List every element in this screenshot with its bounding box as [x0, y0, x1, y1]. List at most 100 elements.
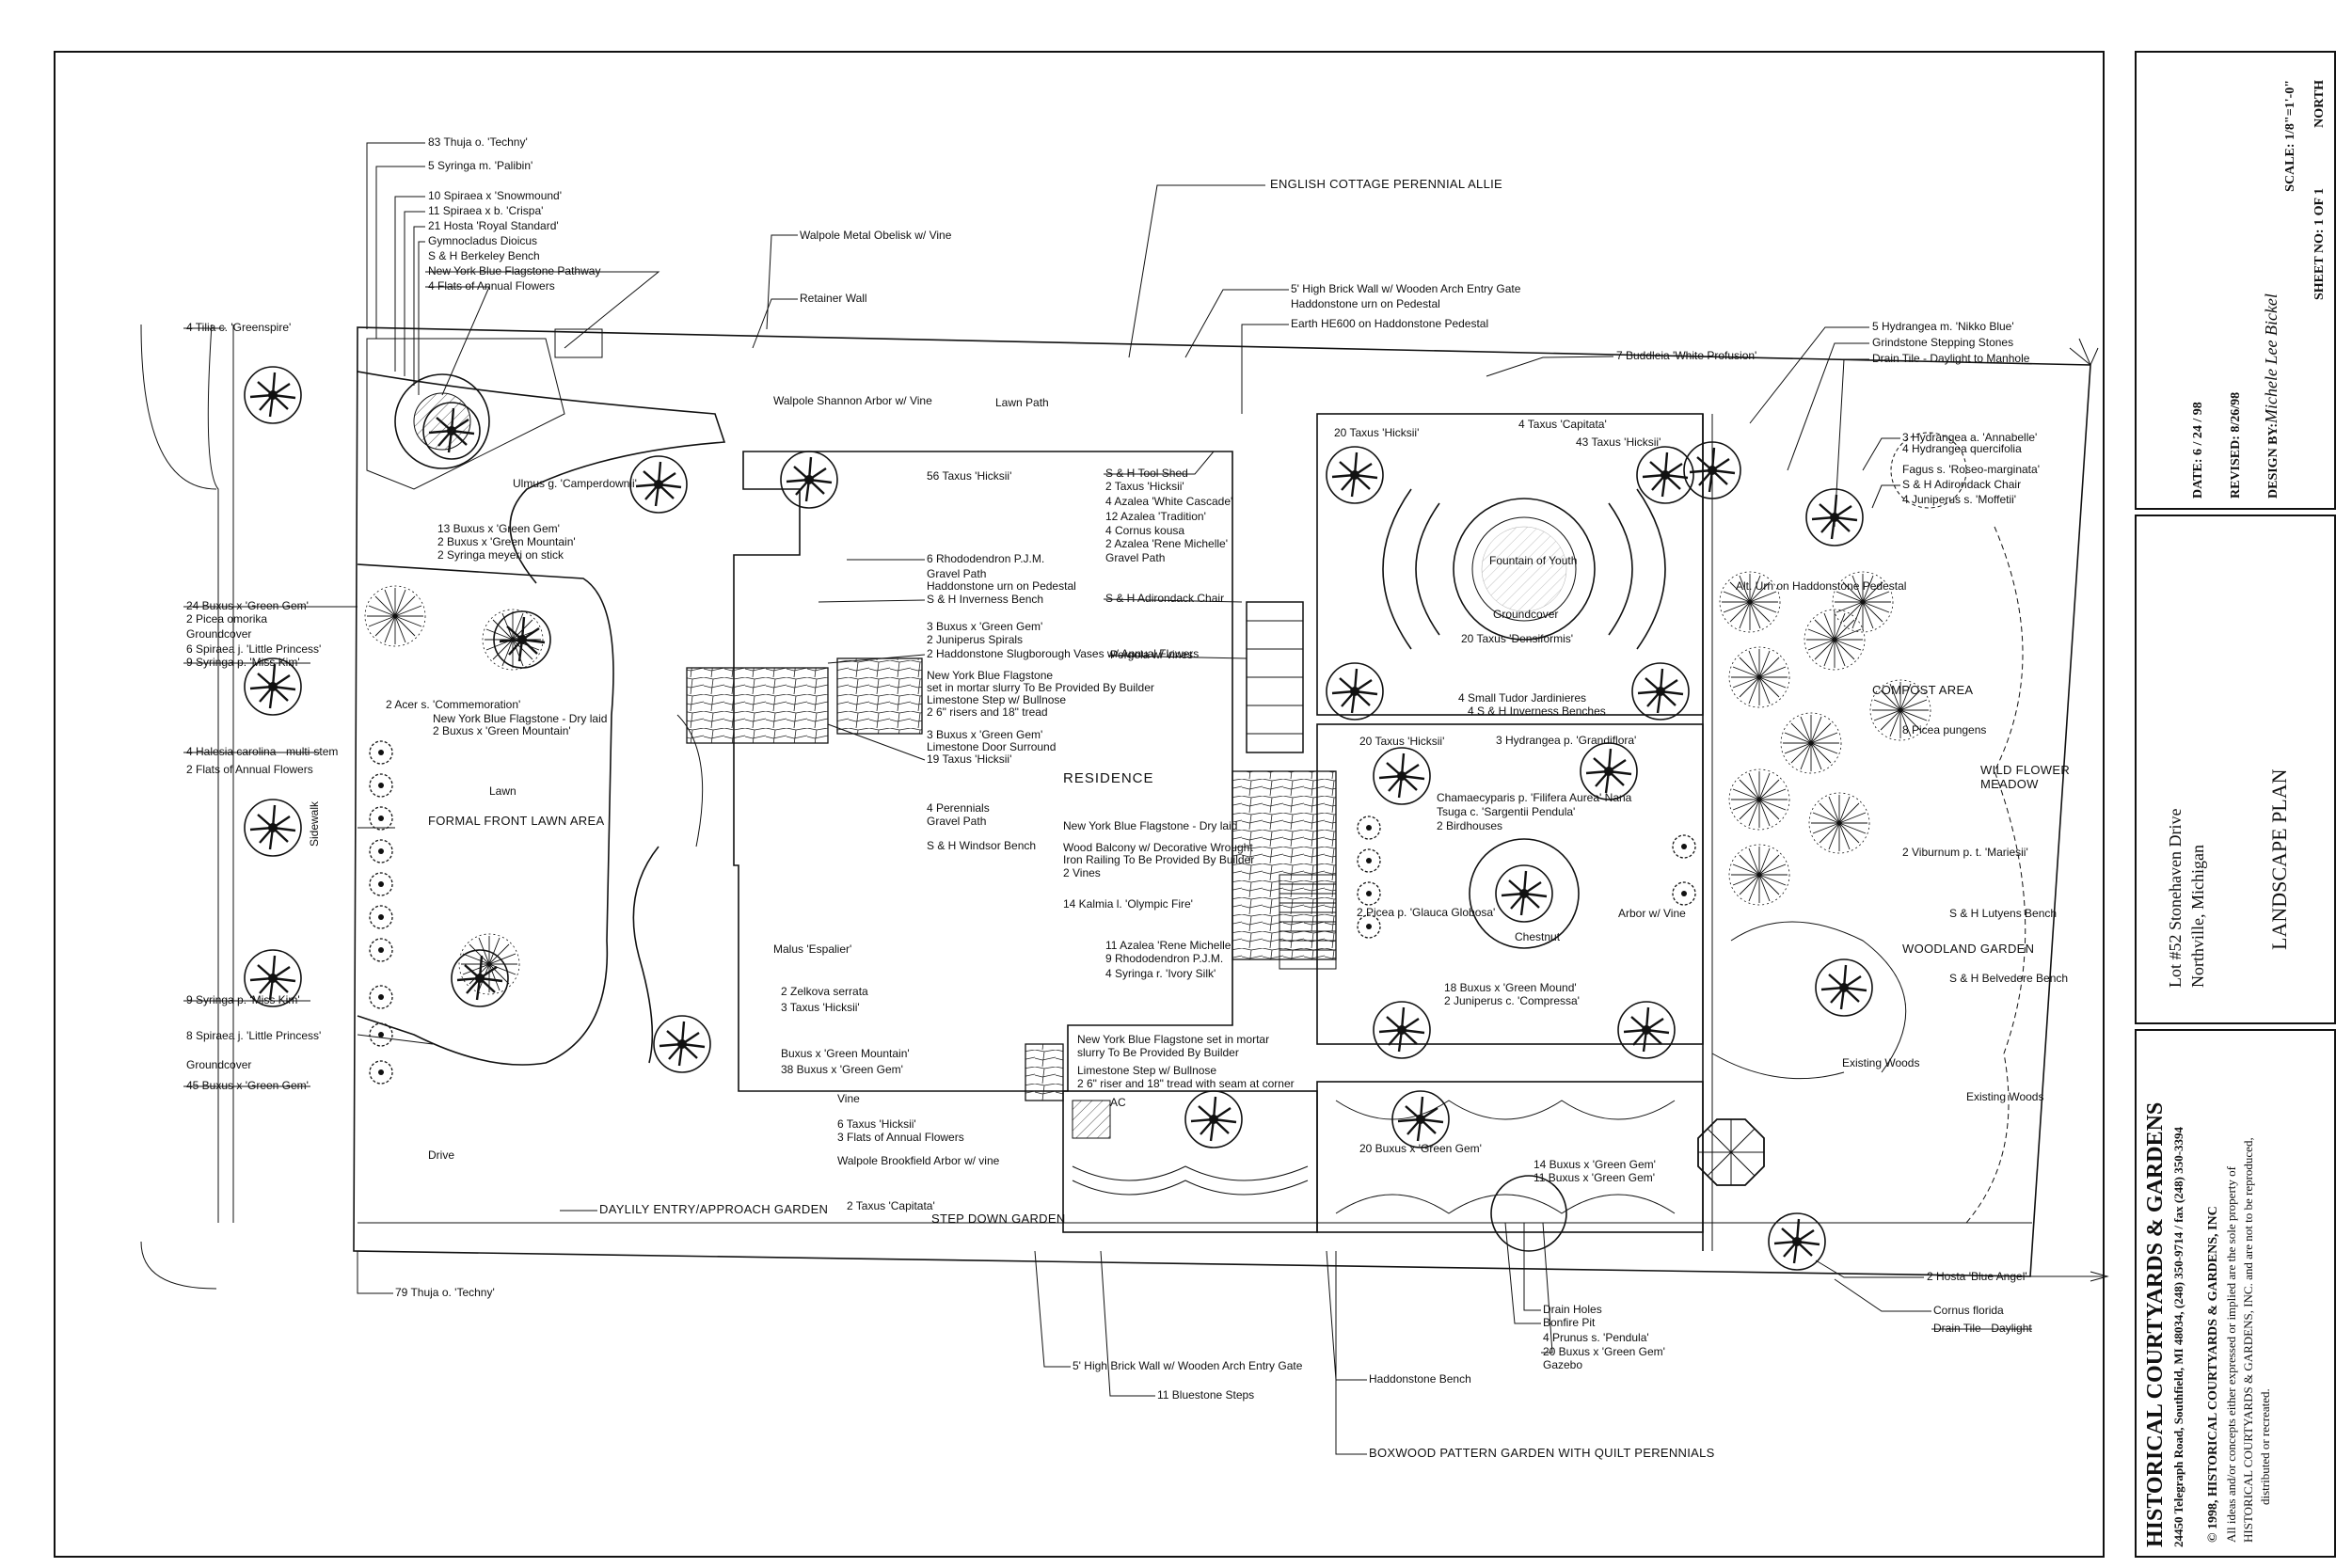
rights-line-2: HISTORICAL COURTYARDS & GARDENS, INC. an…	[2241, 1137, 2255, 1543]
label-taxus-densiformis: 20 Taxus 'Densiformis'	[1461, 632, 1573, 645]
label-grindstone-stones: Grindstone Stepping Stones	[1872, 336, 2013, 349]
label-existing-woods-2: Existing Woods	[1966, 1090, 2043, 1103]
compost-and-woodland	[1682, 432, 2026, 1272]
title-block-frames	[2135, 51, 2336, 1558]
label-buxus-green-gem-11: 11 Buxus x 'Green Gem'	[1534, 1171, 1655, 1184]
label-step-down-garden: STEP DOWN GARDEN	[931, 1212, 1066, 1226]
label-flagstone-1: New York Blue Flagstone	[927, 669, 1053, 682]
label-brick-wall-upper: 5' High Brick Wall w/ Wooden Arch Entry …	[1291, 282, 1521, 295]
sidewalk-lines	[140, 324, 2032, 1290]
label-limestone-step-2: Limestone Step w/ Bullnose	[1077, 1064, 1216, 1077]
label-annual-flowers-3: 3 Flats of Annual Flowers	[837, 1131, 964, 1144]
label-chamaecyparis: Chamaecyparis p. 'Filifera Aurea' Nana	[1437, 791, 1632, 804]
label-drain-tile-manhole: Drain Tile - Daylight to Manhole	[1872, 352, 2030, 365]
entry-flagstone-court	[686, 657, 1337, 1101]
label-taxus-hicksii-43: 43 Taxus 'Hicksii'	[1576, 436, 1661, 449]
label-cornus-kousa: 4 Cornus kousa	[1105, 524, 1184, 537]
label-kalmia: 14 Kalmia l. 'Olympic Fire'	[1063, 897, 1193, 911]
label-flagstone-dry-laid-2: New York Blue Flagstone - Dry laid	[1063, 819, 1237, 832]
label-taxus-capitata-4: 4 Taxus 'Capitata'	[1518, 418, 1607, 431]
label-picea-omorika: 2 Picea omorika	[186, 612, 267, 626]
label-pergola: Pergola w/ vines	[1110, 648, 1193, 661]
city: Northville, Michigan	[2188, 845, 2207, 988]
label-residence: RESIDENCE	[1063, 770, 1154, 786]
balcony-stair	[1279, 874, 1337, 970]
label-haddonstone-bench: Haddonstone Bench	[1369, 1372, 1471, 1386]
label-azalea-rene-michelle-11: 11 Azalea 'Rene Michelle'	[1105, 939, 1233, 952]
left-labels: 83 Thuja o. 'Techny' 5 Syringa m. 'Palib…	[186, 135, 1049, 1299]
label-english-cottage: ENGLISH COTTAGE PERENNIAL ALLIE	[1270, 177, 1502, 191]
label-mortar-slurry-1: set in mortar slurry To Be Provided By B…	[927, 681, 1154, 694]
label-gazebo: Gazebo	[1543, 1358, 1582, 1371]
leader-lines	[183, 142, 2032, 1455]
label-formal-front-lawn: FORMAL FRONT LAWN AREA	[428, 814, 604, 828]
label-lawn: Lawn	[489, 784, 516, 798]
label-buxus-green-gem-20a: 20 Buxus x 'Green Gem'	[1359, 1142, 1482, 1155]
label-metal-obelisk: Walpole Metal Obelisk w/ Vine	[800, 229, 952, 242]
label-haddonstone-urn-2: Haddonstone urn on Pedestal	[1291, 297, 1440, 310]
label-spiraea-crispa: 11 Spiraea x b. 'Crispa'	[428, 204, 543, 217]
label-hosta-royal-standard: 21 Hosta 'Royal Standard'	[428, 219, 559, 232]
label-groundcover-fountain: Groundcover	[1493, 608, 1558, 621]
label-tsuga: Tsuga c. 'Sargentii Pendula'	[1437, 805, 1575, 818]
label-ulmus: Ulmus g. 'Camperdownii'	[513, 477, 637, 490]
label-fagus: Fagus s. 'Roseo-marginata'	[1902, 463, 2040, 476]
label-juniperus-spirals: 2 Juniperus Spirals	[927, 633, 1023, 646]
label-boxwood-pattern-garden: BOXWOOD PATTERN GARDEN WITH QUILT PERENN…	[1369, 1446, 1715, 1460]
label-adirondack-chair-1: S & H Adirondack Chair	[1105, 592, 1224, 605]
label-buxus-green-gem-45: 45 Buxus x 'Green Gem'	[186, 1079, 309, 1092]
label-hydrangea-nikko-blue: 5 Hydrangea m. 'Nikko Blue'	[1872, 320, 2014, 333]
revised-label: REVISED: 8/26/98	[2229, 392, 2243, 499]
label-gymnocladus: Gymnocladus Dioicus	[428, 234, 537, 247]
label-haddonstone-urn-1: Haddonstone urn on Pedestal	[927, 579, 1076, 593]
label-limestone-door: Limestone Door Surround	[927, 740, 1056, 753]
label-hydrangea-grandiflora: 3 Hydrangea p. 'Grandiflora'	[1496, 734, 1636, 747]
scale-label: SCALE: 1/8"=1'-0"	[2283, 80, 2297, 192]
label-vines-2: 2 Vines	[1063, 866, 1101, 879]
label-spiraea-snowmound: 10 Spiraea x 'Snowmound'	[428, 189, 562, 202]
label-risers-1: 2 6" risers and 18" tread	[927, 705, 1048, 719]
label-groundcover-top: Groundcover	[186, 627, 251, 641]
company-address: 24450 Telegraph Road, Southfield, MI 480…	[2171, 1126, 2185, 1547]
copyright: © 1998, HISTORICAL COURTYARDS & GARDENS,…	[2206, 1206, 2220, 1543]
design-by-label: DESIGN BY:	[2266, 423, 2280, 499]
company-name: HISTORICAL COURTYARDS & GARDENS	[2143, 1102, 2168, 1547]
label-juniperus-moffetii: 4 Juniperus s. 'Moffetii'	[1902, 493, 2016, 506]
label-buxus-green-gem-38: 38 Buxus x 'Green Gem'	[781, 1063, 903, 1076]
label-syringa-ivory-silk: 4 Syringa r. 'Ivory Silk'	[1105, 967, 1216, 980]
label-hosta-blue-angel: 2 Hosta 'Blue Angel'	[1927, 1270, 2027, 1283]
date-label: DATE: 6 / 24 / 98	[2191, 402, 2205, 499]
property-line	[353, 326, 2091, 1277]
label-spiraea-little-princess-8: 8 Spiraea j. 'Little Princess'	[186, 1029, 321, 1042]
label-mortar-slurry-2: slurry To Be Provided By Builder	[1077, 1046, 1239, 1059]
label-woodland-garden: WOODLAND GARDEN	[1902, 942, 2034, 956]
center-labels: 6 Rhododendron P.J.M. Gravel Path Haddon…	[837, 467, 1303, 1402]
label-lutyens-bench: S & H Lutyens Bench	[1949, 907, 2057, 920]
label-bluestone-steps: 11 Bluestone Steps	[1157, 1388, 1254, 1402]
label-adirondack-chair-2: S & H Adirondack Chair	[1902, 478, 2021, 491]
label-alt-urn: Alt. Urn on Haddonstone Pedestal	[1736, 579, 1906, 593]
label-flagstone-dry-laid: New York Blue Flagstone - Dry laid	[433, 712, 607, 725]
label-zelkova: 2 Zelkova serrata	[781, 985, 868, 998]
label-windsor-bench: S & H Windsor Bench	[927, 839, 1036, 852]
step-down-garden	[1062, 1089, 1318, 1233]
label-limestone-step-1: Limestone Step w/ Bullnose	[927, 693, 1066, 706]
lot-address: Lot #52 Stonehaven Drive	[2166, 809, 2185, 988]
label-hydrangea-quercifolia: 4 Hydrangea quercifolia	[1902, 442, 2022, 455]
label-shannon-arbor: Walpole Shannon Arbor w/ Vine	[773, 394, 932, 407]
label-existing-woods-1: Existing Woods	[1842, 1056, 1919, 1069]
label-buxus-green-gem-13: 13 Buxus x 'Green Gem'	[437, 522, 560, 535]
label-taxus-hicksii-19: 19 Taxus 'Hicksii'	[927, 752, 1011, 766]
label-rhododendron-6: 6 Rhododendron P.J.M.	[927, 552, 1044, 565]
right-labels: ENGLISH COTTAGE PERENNIAL ALLIE 5' High …	[1270, 177, 2070, 1460]
label-gravel-path-1: Gravel Path	[927, 567, 986, 580]
rights-line-1: All ideas and/or concepts either express…	[2224, 1165, 2238, 1543]
label-flagstone-pathway: New York Blue Flagstone Pathway	[428, 264, 600, 277]
label-hydrangea-annabelle: 3 Hydrangea a. 'Annabelle'	[1902, 431, 2037, 444]
label-gravel-path-2: Gravel Path	[927, 815, 986, 828]
label-malus-espalier: Malus 'Espalier'	[773, 942, 851, 956]
label-annual-flowers-4: 4 Flats of Annual Flowers	[428, 279, 555, 293]
label-taxus-hicksii-20b: 20 Taxus 'Hicksii'	[1359, 735, 1444, 748]
plan-title: LANDSCAPE PLAN	[2267, 768, 2291, 950]
